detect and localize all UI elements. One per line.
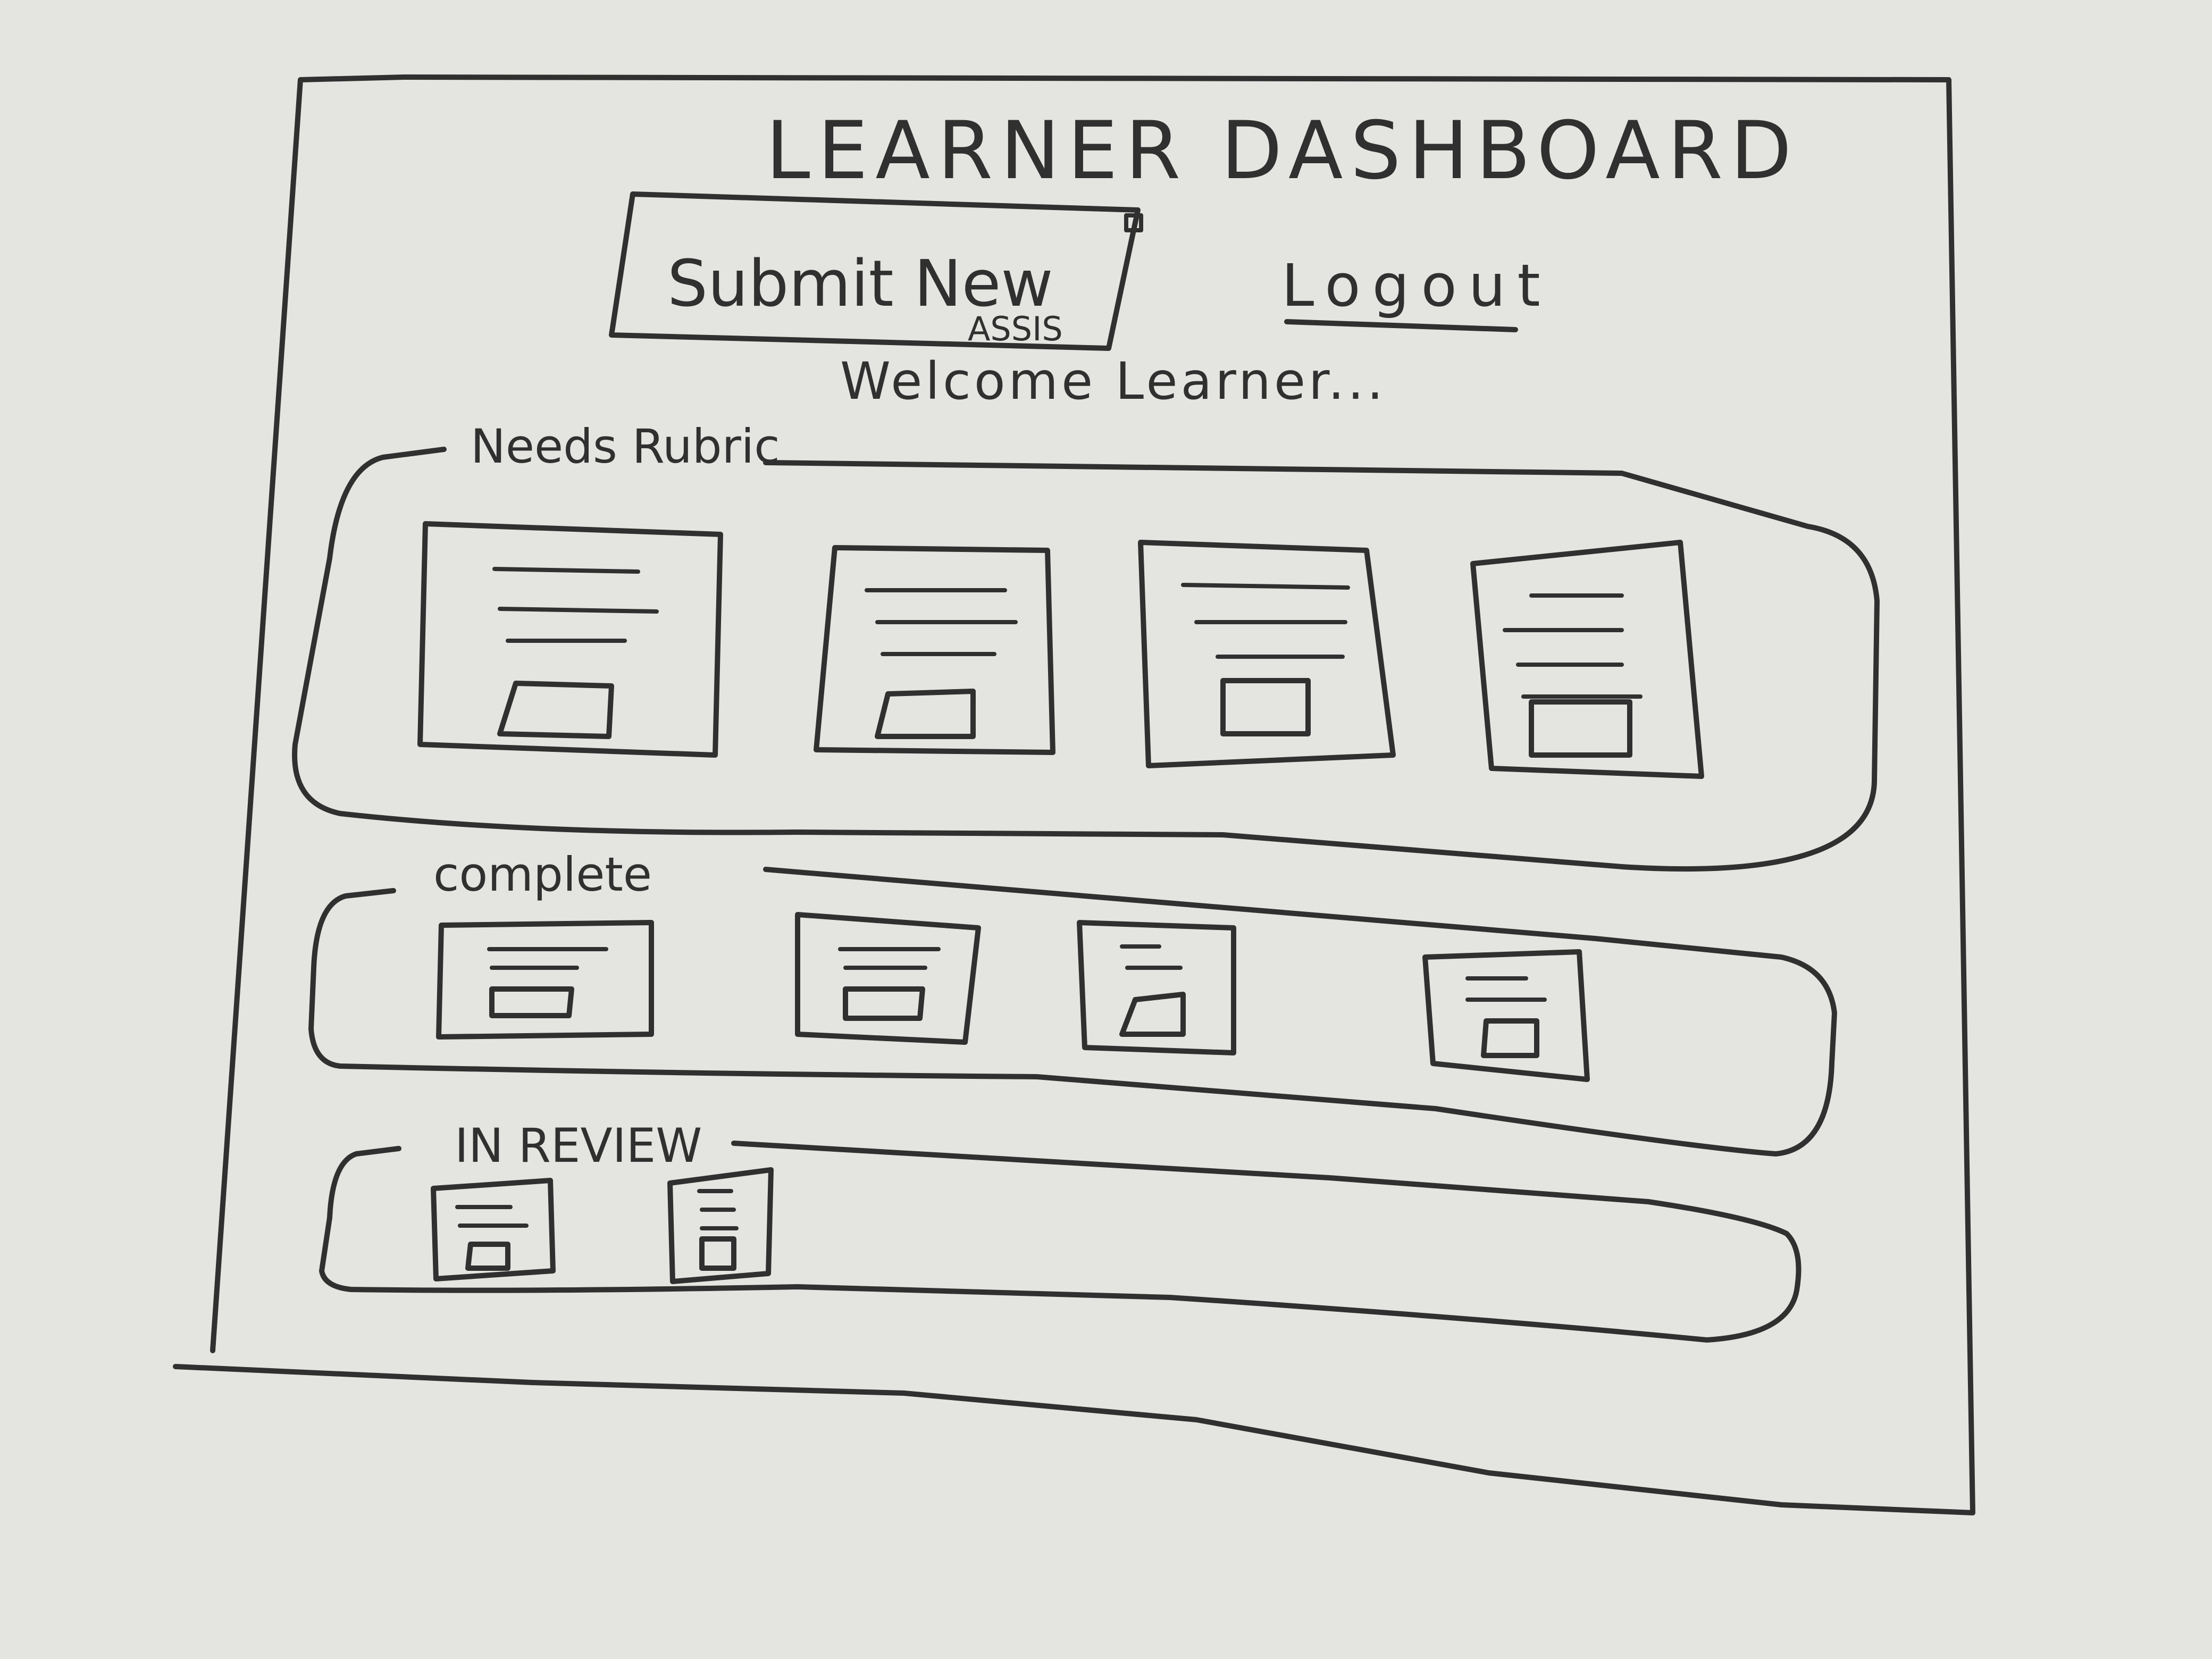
- submit-new-button[interactable]: Submit New ASSIS: [609, 191, 1143, 351]
- section-needs-rubric: Needs Rubric: [292, 419, 1880, 872]
- card-action-button[interactable]: [489, 986, 574, 1018]
- button-corner-mark: [1124, 213, 1143, 232]
- section-label: Needs Rubric: [471, 419, 780, 474]
- page-title: LEARNER DASHBOARD: [766, 105, 1799, 197]
- card-action-button[interactable]: [699, 1236, 736, 1271]
- card-action-button[interactable]: [843, 986, 925, 1021]
- section-in-review: IN REVIEW: [319, 1118, 1802, 1343]
- card-action-button[interactable]: [497, 681, 614, 739]
- submit-button-label: Submit New: [667, 247, 1053, 321]
- assignment-card[interactable]: [1138, 540, 1396, 768]
- card-action-button[interactable]: [1481, 1018, 1539, 1058]
- card-action-button[interactable]: [1119, 992, 1186, 1037]
- assignment-card[interactable]: [795, 912, 981, 1045]
- assignment-card[interactable]: [1470, 540, 1704, 779]
- section-complete: complete: [308, 847, 1837, 1157]
- page-frame: [173, 74, 1975, 1515]
- assignment-card[interactable]: [1077, 920, 1236, 1055]
- card-action-button[interactable]: [465, 1242, 510, 1271]
- section-border: [319, 1141, 1802, 1343]
- logout-underline: [1284, 319, 1518, 332]
- assignment-card[interactable]: [814, 545, 1055, 755]
- assignment-card[interactable]: [417, 521, 723, 758]
- assignment-card[interactable]: [436, 920, 654, 1040]
- card-action-button[interactable]: [1220, 678, 1311, 736]
- section-border: [292, 447, 1880, 872]
- section-label: complete: [433, 847, 652, 902]
- assignment-card[interactable]: [1422, 949, 1590, 1082]
- submit-button-sublabel: ASSIS: [968, 309, 1063, 348]
- logout-label: Logout: [1281, 252, 1552, 320]
- card-action-button[interactable]: [875, 689, 976, 739]
- assignment-card[interactable]: [431, 1178, 556, 1281]
- logout-link[interactable]: Logout: [1281, 252, 1552, 332]
- card-action-button[interactable]: [1529, 699, 1632, 758]
- welcome-message: Welcome Learner...: [840, 351, 1386, 411]
- section-label: IN REVIEW: [455, 1118, 702, 1173]
- assignment-card[interactable]: [667, 1167, 774, 1284]
- section-border: [308, 867, 1837, 1157]
